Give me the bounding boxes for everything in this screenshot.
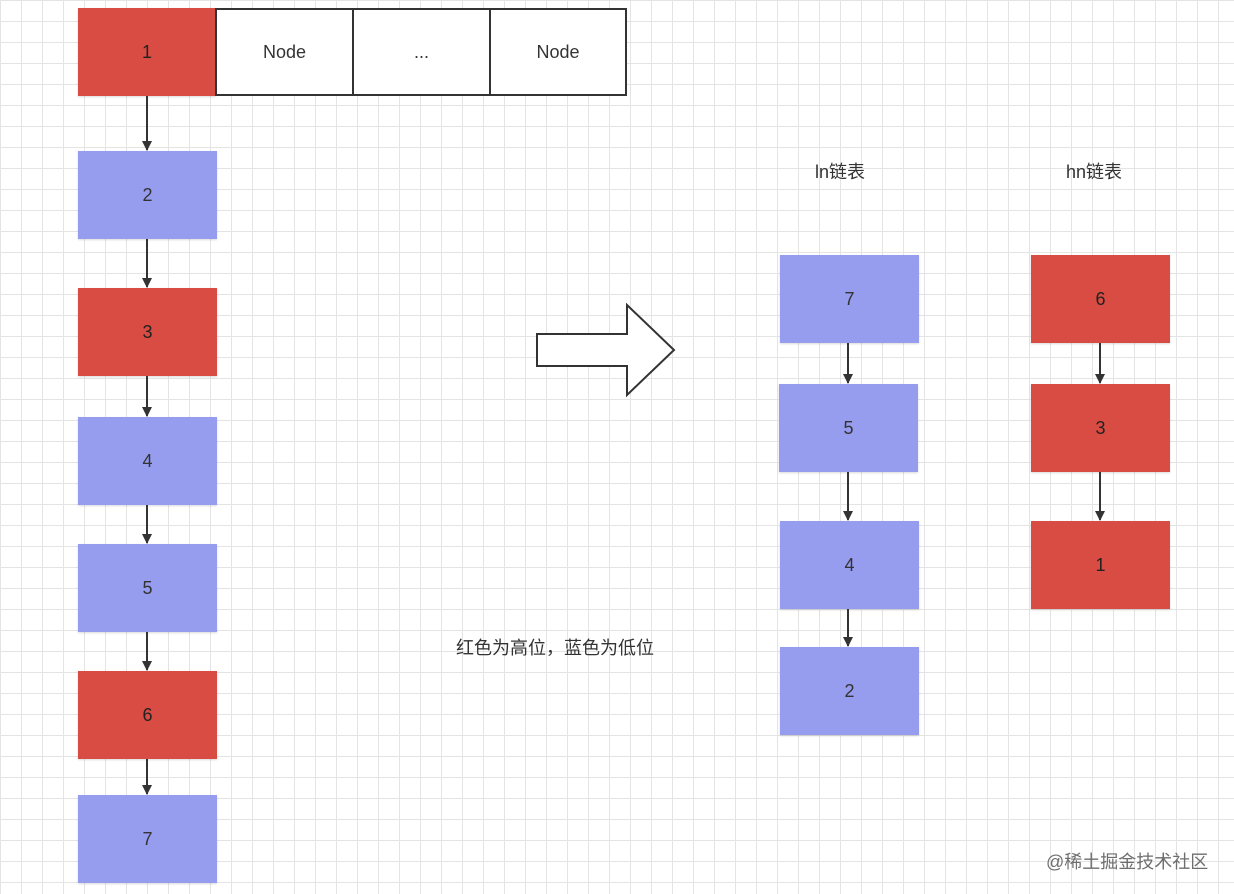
table-head-node: 1 [78,8,216,96]
hn-node-1: 1 [1031,521,1170,609]
legend-caption: 红色为高位，蓝色为低位 [456,638,654,658]
hn-list-title: hn链表 [1066,162,1123,182]
chain-node-5: 5 [78,544,217,632]
ln-list-title: ln链表 [815,162,866,182]
table-cell-ellipsis: ... [352,8,491,96]
ln-node-2: 2 [780,647,919,735]
chain-node-4: 4 [78,417,217,505]
table-cell-node: Node [215,8,354,96]
chain-node-3: 3 [78,288,217,376]
chain-node-2: 2 [78,151,217,239]
chain-node-7: 7 [78,795,217,883]
chain-node-6: 6 [78,671,217,759]
hn-node-6: 6 [1031,255,1170,343]
ln-node-7: 7 [780,255,919,343]
table-cell-node: Node [489,8,627,96]
transform-arrow-icon [536,302,676,398]
watermark: @稀土掘金技术社区 [1046,852,1209,872]
ln-node-5: 5 [779,384,918,472]
hn-node-3: 3 [1031,384,1170,472]
ln-node-4: 4 [780,521,919,609]
